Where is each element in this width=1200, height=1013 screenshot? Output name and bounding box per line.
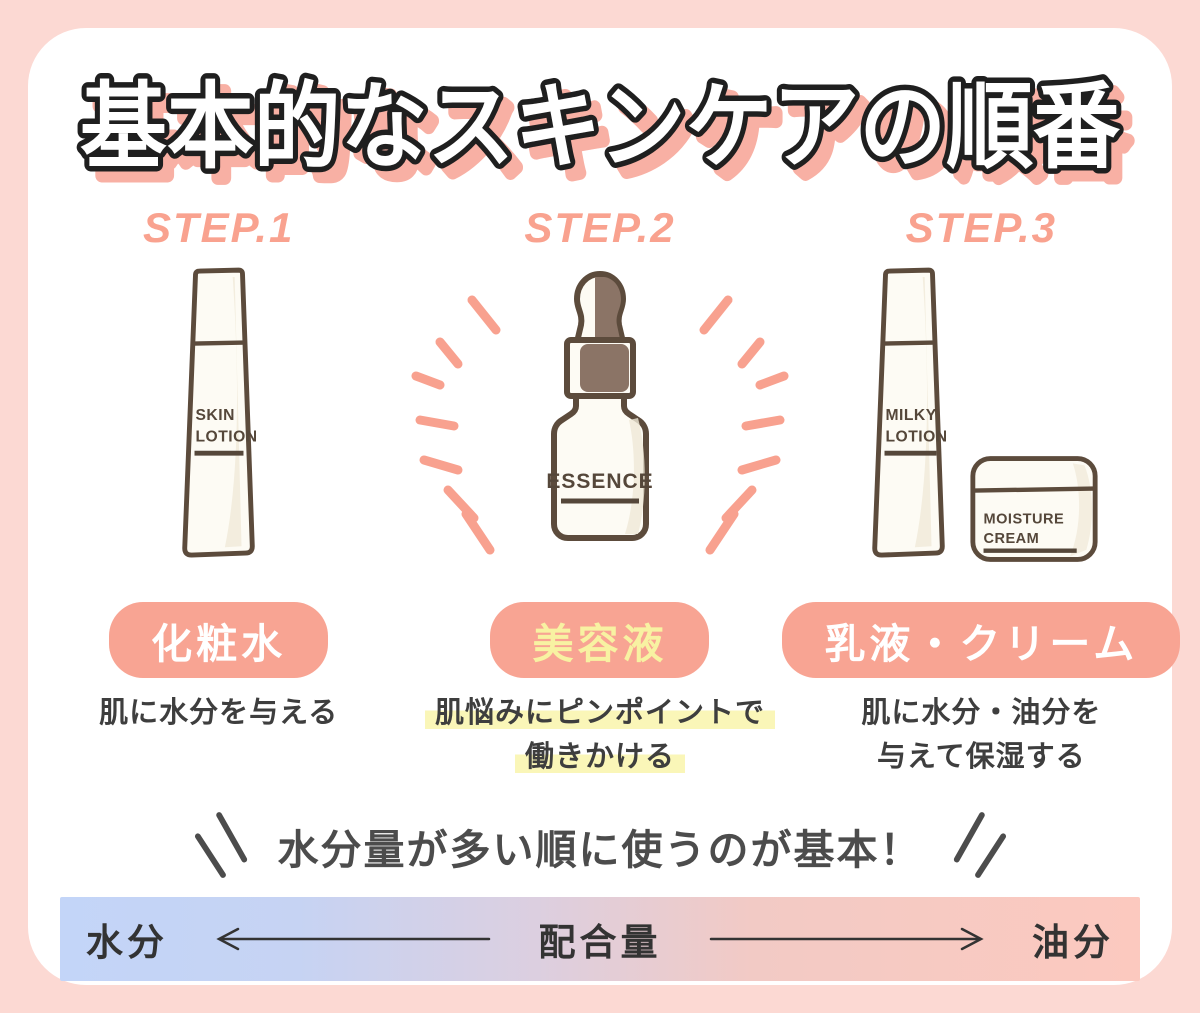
footer-headline-row: 水分量が多い順に使うのが基本！ [28,811,1172,881]
slash-decoration-left-icon [194,812,247,878]
arrow-left-icon [216,927,490,951]
step1-description-line1: 肌に水分を与える [99,697,339,729]
step3-category-badge: 乳液・クリーム [782,602,1181,678]
skin-lotion-label-line1: SKIN [195,407,234,424]
moisture-cream-label-line1: MOISTURE [984,512,1065,528]
page-title-shadow: 基本的なスキンケアの順番 [91,85,1131,190]
footer-headline: 水分量が多い順に使うのが基本！ [277,827,923,873]
essence-label: ESSENCE [546,470,653,493]
step2-category-badge: 美容液 [490,602,710,678]
step3-description-line1: 肌に水分・油分を [861,697,1102,729]
steps-row: STEP.1 SKIN LOTION 化粧水 肌に水分を与える STEP.2 [28,202,1181,779]
step1-description: 肌に水分を与える [99,692,338,736]
skin-lotion-label-line2: LOTION [195,428,257,445]
step2-description: 肌悩みにピンポイントで 働きかける [424,692,775,779]
step2-art: ESSENCE [410,260,790,572]
bar-label-amount: 配合量 [538,922,662,963]
step2-description-line2: 働きかける [514,740,685,773]
step-column-3: STEP.3 MILKY LOTION MOISTURE CREAM [782,202,1181,779]
skin-lotion-bottle-illustration: SKIN LOTION [181,267,257,558]
step-column-1: STEP.1 SKIN LOTION 化粧水 肌に水分を与える [28,202,409,779]
step3-art: MILKY LOTION MOISTURE CREAM [862,260,1100,572]
essence-dropper-bottle-illustration: ESSENCE [411,271,789,555]
milky-lotion-bottle-illustration: MILKY LOTION [872,267,948,558]
step1-label: STEP.1 [143,204,295,251]
moisture-cream-label-line2: CREAM [984,531,1040,547]
slash-decoration-right-icon [953,812,1006,878]
bar-label-water: 水分 [86,922,168,963]
moisture-cream-jar-illustration: MOISTURE CREAM [970,456,1098,562]
step3-description-line2: 与えて保湿する [877,740,1086,773]
bar-label-oil: 油分 [1032,922,1114,963]
milky-lotion-label-line2: LOTION [886,428,948,445]
step-column-2: STEP.2 [409,202,790,779]
step1-art: SKIN LOTION [172,260,266,572]
arrow-right-icon [710,927,984,951]
sparkle-rays-icon [411,295,789,555]
page-title-text: 基本的なスキンケアの順番 [80,74,1120,179]
info-card: 基本的なスキンケアの順番 基本的なスキンケアの順番 STEP.1 SKIN LO… [28,28,1181,985]
step3-label: STEP.3 [905,204,1057,251]
page-title: 基本的なスキンケアの順番 基本的なスキンケアの順番 [75,69,1137,196]
milky-lotion-label-line1: MILKY [886,407,937,424]
step2-label: STEP.2 [524,204,676,251]
step2-description-line1: 肌悩みにピンポイントで [424,697,775,729]
step1-category-badge: 化粧水 [109,602,329,678]
gradient-bar: 水分 配合量 油分 [60,897,1140,981]
step3-description: 肌に水分・油分を 与えて保湿する [861,692,1101,779]
